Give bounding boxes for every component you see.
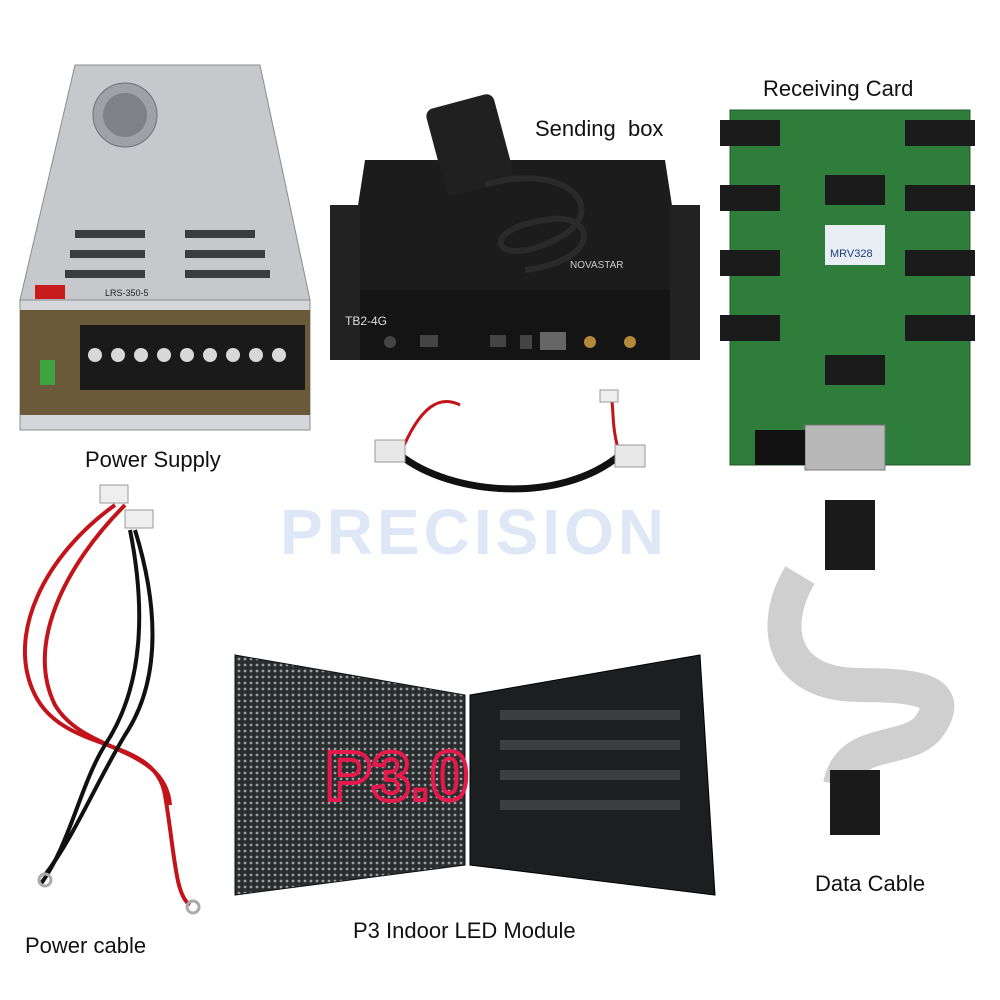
data-cable-label: Data Cable [815,871,926,896]
sending-box-brand-text: NOVASTAR [570,260,624,271]
power-supply-label: Power Supply [85,447,221,472]
sending-box-image: TB2-4G NOVASTAR [330,94,700,360]
network-cable-image [374,389,646,493]
led-module-image: P3.0 [234,654,716,896]
sending-box-model-text: TB2-4G [345,314,387,328]
power-supply-image: LRS-350-5 [19,64,311,431]
led-module-text: P3.0 [325,737,469,815]
data-cable-image [767,500,955,835]
power-cable-image [23,484,201,915]
sending-box-label: Sending box [535,116,664,141]
led-module-label: P3 Indoor LED Module [353,918,576,943]
receiving-card-model-text: MRV328 [830,248,873,260]
psu-model-text: LRS-350-5 [105,288,149,298]
receiving-card-image: MRV328 [720,109,975,471]
watermark-text: PRECISION [280,496,669,568]
receiving-card-label: Receiving Card [763,76,914,101]
power-cable-label: Power cable [25,933,147,958]
